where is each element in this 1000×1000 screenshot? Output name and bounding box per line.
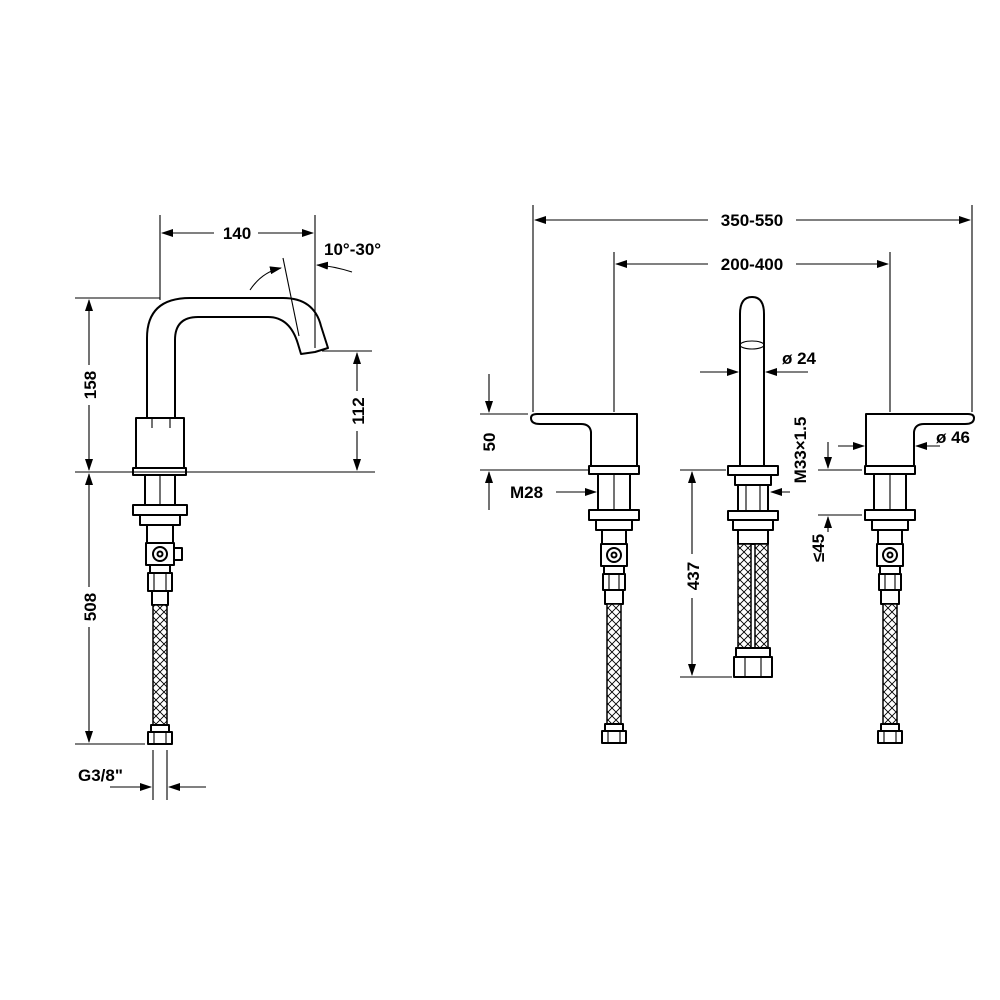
right-lever-handle [865,413,975,467]
dim-spout-thread: M33×1.5 [791,417,810,484]
dim-handle-thread: M28 [510,483,543,502]
dim-swivel-angle: 10°-30° [324,240,381,259]
dim-handle-spread: 200-400 [721,255,783,274]
dim-handle-height: 50 [480,433,499,452]
dim-hose-thread: G3/8" [78,766,123,785]
spout-tube [739,296,765,467]
dim-overall-spread: 350-550 [721,211,783,230]
side-spout [146,297,329,419]
side-hose [152,604,168,726]
side-view: 140 10°-30° 158 112 508 G3/8" [75,215,381,800]
spout-hose-a [737,543,752,649]
dim-max-deck-thickness: ≤45 [809,534,828,562]
dim-spout-reach: 140 [223,224,251,243]
side-hose-nut [147,731,173,745]
left-valve-hose [606,603,622,725]
side-mount-nut [132,504,188,516]
dim-spout-hose-length: 437 [684,562,703,590]
dim-handle-diameter: ø 46 [936,428,970,447]
dim-spout-diameter: ø 24 [782,349,817,368]
dim-outlet-height: 112 [349,397,368,424]
spout-hose-b [754,543,769,649]
front-view: 350-550 200-400 ø 24 50 M28 M33×1.5 ø 46 [480,205,975,744]
right-valve-hose [882,603,898,725]
side-body [135,417,185,469]
dim-hose-length: 508 [81,593,100,621]
dim-body-height: 158 [81,371,100,399]
left-handle-valve [530,413,640,744]
left-lever-handle [530,413,638,467]
center-spout [727,296,779,678]
right-handle-valve [864,413,975,744]
